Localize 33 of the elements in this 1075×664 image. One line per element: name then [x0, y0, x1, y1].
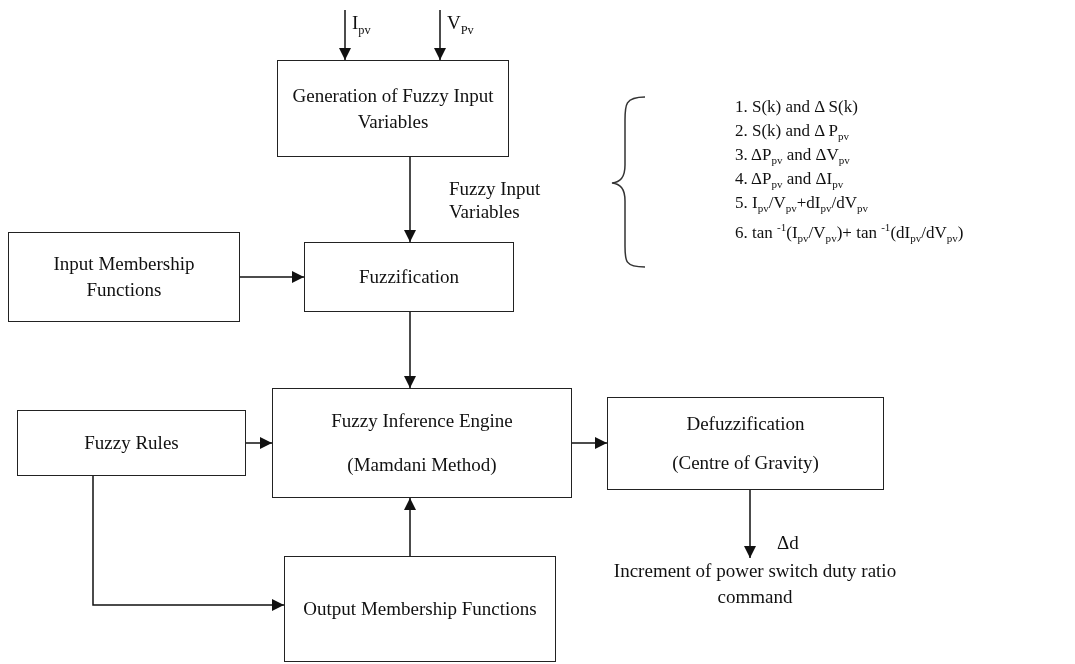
output-label: Increment of power switch duty ratio command [612, 559, 898, 609]
list-item: 3. ΔP$_{pv}$ and ΔV$_{pv}$ [735, 144, 850, 169]
arrow [92, 475, 285, 611]
input-box [17, 410, 246, 476]
arrow [339, 9, 351, 61]
process-box [272, 388, 572, 498]
arrow [434, 9, 446, 61]
box-label: Output Membership Functions [302, 597, 538, 622]
input-box [284, 556, 556, 662]
process-box [277, 60, 509, 157]
box-label: (Centre of Gravity) [671, 451, 820, 476]
box-label: Generation of Fuzzy Input Variables [291, 83, 495, 134]
list-item: 5. I$_{pv}$/V$_{pv}$+dI$_{pv}$/dV$_{pv}$ [735, 192, 869, 217]
list-item: 4. ΔP$_{pv}$ and ΔI$_{pv}$ [735, 168, 844, 193]
box-label: Fuzzy Rules [83, 431, 180, 456]
arrow [239, 271, 305, 283]
arrow [404, 497, 416, 557]
arrow [571, 437, 608, 449]
box-label: Defuzzification [685, 412, 806, 437]
input-box [8, 232, 240, 322]
list-item: 6. tan $^{-1}$(I$_{pv}$/V$_{pv}$)+ tan $^{-1}$(dI$_{pv}$/dV$_{pv}$) [735, 220, 964, 247]
process-box [607, 397, 884, 490]
box-label: Fuzzification [357, 265, 461, 290]
arrow [404, 311, 416, 389]
list-item: 2. S(k) and Δ P$_{pv}$ [735, 120, 850, 145]
box-label: Input Membership Functions [52, 252, 196, 302]
list-item: 1. S(k) and Δ S(k) [735, 96, 858, 118]
process-box [304, 242, 514, 312]
box-label: (Mamdani Method) [346, 453, 498, 478]
arrow [245, 437, 273, 449]
arrow [744, 489, 756, 559]
arrow [404, 156, 416, 243]
box-label: Fuzzy Inference Engine [330, 408, 514, 433]
